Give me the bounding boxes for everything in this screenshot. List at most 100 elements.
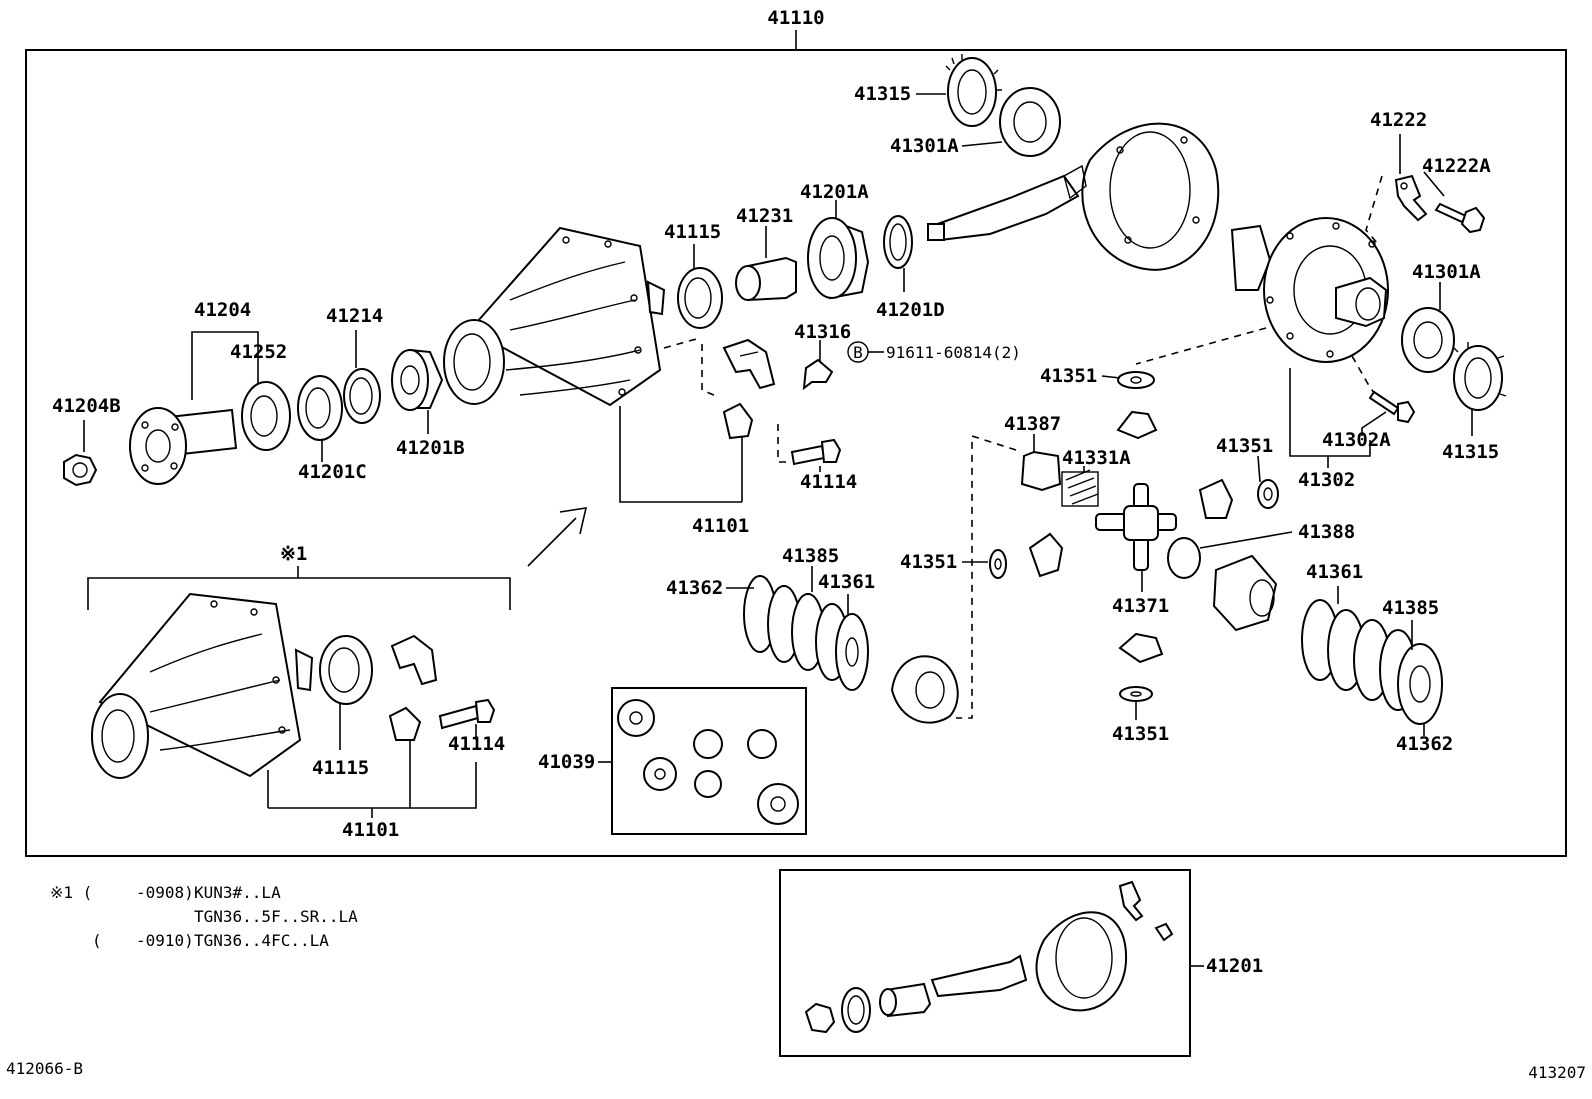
bearing-front-part <box>391 348 444 411</box>
label-41385-left: 41385 <box>782 545 839 567</box>
bolt-ref-marker: B <box>847 341 869 363</box>
pinion-gear-left-part <box>1028 532 1064 578</box>
label-41201B: 41201B <box>396 437 465 459</box>
bearing-spacer-part <box>735 256 797 302</box>
bearing-rear-part <box>807 217 870 300</box>
direction-arrow <box>527 507 588 567</box>
variant-cap-part <box>388 634 438 741</box>
side-gear-mid-part <box>1198 478 1234 519</box>
label-41351-mid: 41351 <box>1216 435 1273 457</box>
label-variant-marker: ※1 <box>280 543 307 565</box>
gear-set-part <box>804 880 1174 1034</box>
label-41351-top: 41351 <box>1040 365 1097 387</box>
variant-housing-part <box>91 592 314 779</box>
label-41301A-right: 41301A <box>1412 261 1481 283</box>
label-41114: 41114 <box>800 471 857 493</box>
label-41222: 41222 <box>1370 109 1427 131</box>
pinion-gear-top-part <box>1116 410 1158 440</box>
label-41331A: 41331A <box>1062 447 1131 469</box>
note-3-range: -0910) <box>136 931 194 950</box>
oil-seal-rear-part <box>241 381 291 451</box>
label-41252: 41252 <box>230 341 287 363</box>
label-variant-41115: 41115 <box>312 757 369 779</box>
label-41362-right: 41362 <box>1396 733 1453 755</box>
label-41351-left: 41351 <box>900 551 957 573</box>
label-41302: 41302 <box>1298 469 1355 491</box>
variant-bolt-part <box>438 698 496 730</box>
note-3-prefix: ( <box>92 931 102 950</box>
label-41362-left: 41362 <box>666 577 723 599</box>
label-41201C: 41201C <box>298 461 367 483</box>
label-variant-41101: 41101 <box>342 819 399 841</box>
thrust-washer-mid-part <box>1257 479 1279 509</box>
label-41222A: 41222A <box>1422 155 1491 177</box>
label-41301A-top: 41301A <box>890 135 959 157</box>
label-41351-bottom: 41351 <box>1112 723 1169 745</box>
label-41110: 41110 <box>767 7 824 29</box>
label-41214: 41214 <box>326 305 383 327</box>
gear-kit-part <box>617 699 799 825</box>
carrier-cap-lock-part <box>802 358 834 391</box>
clutch-pack-left-part <box>743 575 869 691</box>
bearing-cap-bolt-part <box>790 438 842 466</box>
thrust-washer-left-part <box>989 549 1007 579</box>
spider-part <box>1095 483 1177 571</box>
label-41204B: 41204B <box>52 395 121 417</box>
lock-bolt-part <box>1434 202 1486 234</box>
label-41316: 41316 <box>794 321 851 343</box>
clutch-pack-right-part <box>1301 599 1443 725</box>
label-41201: 41201 <box>1206 955 1263 977</box>
label-41315-right: 41315 <box>1442 441 1499 463</box>
label-41204: 41204 <box>194 299 251 321</box>
label-41231: 41231 <box>736 205 793 227</box>
thrust-washer-bottom-part <box>1119 686 1153 702</box>
note-1-prefix: ※1 ( <box>50 883 92 902</box>
gear-kit-box <box>611 687 807 835</box>
label-41371: 41371 <box>1112 595 1169 617</box>
label-41315-top: 41315 <box>854 83 911 105</box>
companion-flange-part <box>129 407 238 485</box>
bearing-cap-part <box>722 338 776 440</box>
label-variant-41114: 41114 <box>448 733 505 755</box>
note-1-range: -0908) <box>136 883 194 902</box>
label-41201D: 41201D <box>876 299 945 321</box>
pinion-gear-bottom-part <box>1118 632 1164 664</box>
differential-case-part <box>1230 217 1389 363</box>
pinion-ring-gear-part <box>927 122 1220 271</box>
carrier-bearing-top-part <box>999 87 1061 157</box>
bearing-inner-part <box>297 375 343 441</box>
lock-plate-part <box>1394 174 1428 222</box>
flange-nut-part <box>63 453 98 487</box>
footer-left-code: 412066-B <box>6 1059 83 1078</box>
ring-gear-bolt-part <box>1368 390 1416 424</box>
note-3-models: TGN36..4FC..LA <box>194 931 329 950</box>
note-2-models: TGN36..5F..SR..LA <box>194 907 358 926</box>
spring-part <box>1061 469 1099 507</box>
footer-right-code: 413207 <box>1528 1063 1586 1082</box>
note-1-models: KUN3#..LA <box>194 883 281 902</box>
adjusting-nut-top-part <box>945 54 1002 127</box>
side-gear-right-part <box>1167 537 1278 632</box>
oil-seal-part <box>677 267 723 329</box>
side-gear-left-part <box>890 655 959 724</box>
variant-seal-part <box>319 635 373 705</box>
label-41039: 41039 <box>538 751 595 773</box>
label-41101: 41101 <box>692 515 749 537</box>
svg-text:B: B <box>853 343 863 362</box>
thrust-washer-top-part <box>1117 371 1155 389</box>
shim-washer-part <box>883 215 913 269</box>
label-41361-left: 41361 <box>818 571 875 593</box>
label-41361-right: 41361 <box>1306 561 1363 583</box>
gear-set-box <box>779 869 1191 1057</box>
label-41387: 41387 <box>1004 413 1061 435</box>
label-bolt-ref: 91611-60814(2) <box>886 343 1021 362</box>
label-41201A: 41201A <box>800 181 869 203</box>
carrier-bearing-right-part <box>1401 307 1455 373</box>
label-41302A: 41302A <box>1322 429 1391 451</box>
spacer-part <box>343 368 381 424</box>
notes-block: ※1 ( -0908) KUN3#..LA TGN36..5F..SR..LA … <box>50 883 358 950</box>
label-41388: 41388 <box>1298 521 1355 543</box>
carrier-housing-part <box>443 226 666 407</box>
label-41385-right: 41385 <box>1382 597 1439 619</box>
